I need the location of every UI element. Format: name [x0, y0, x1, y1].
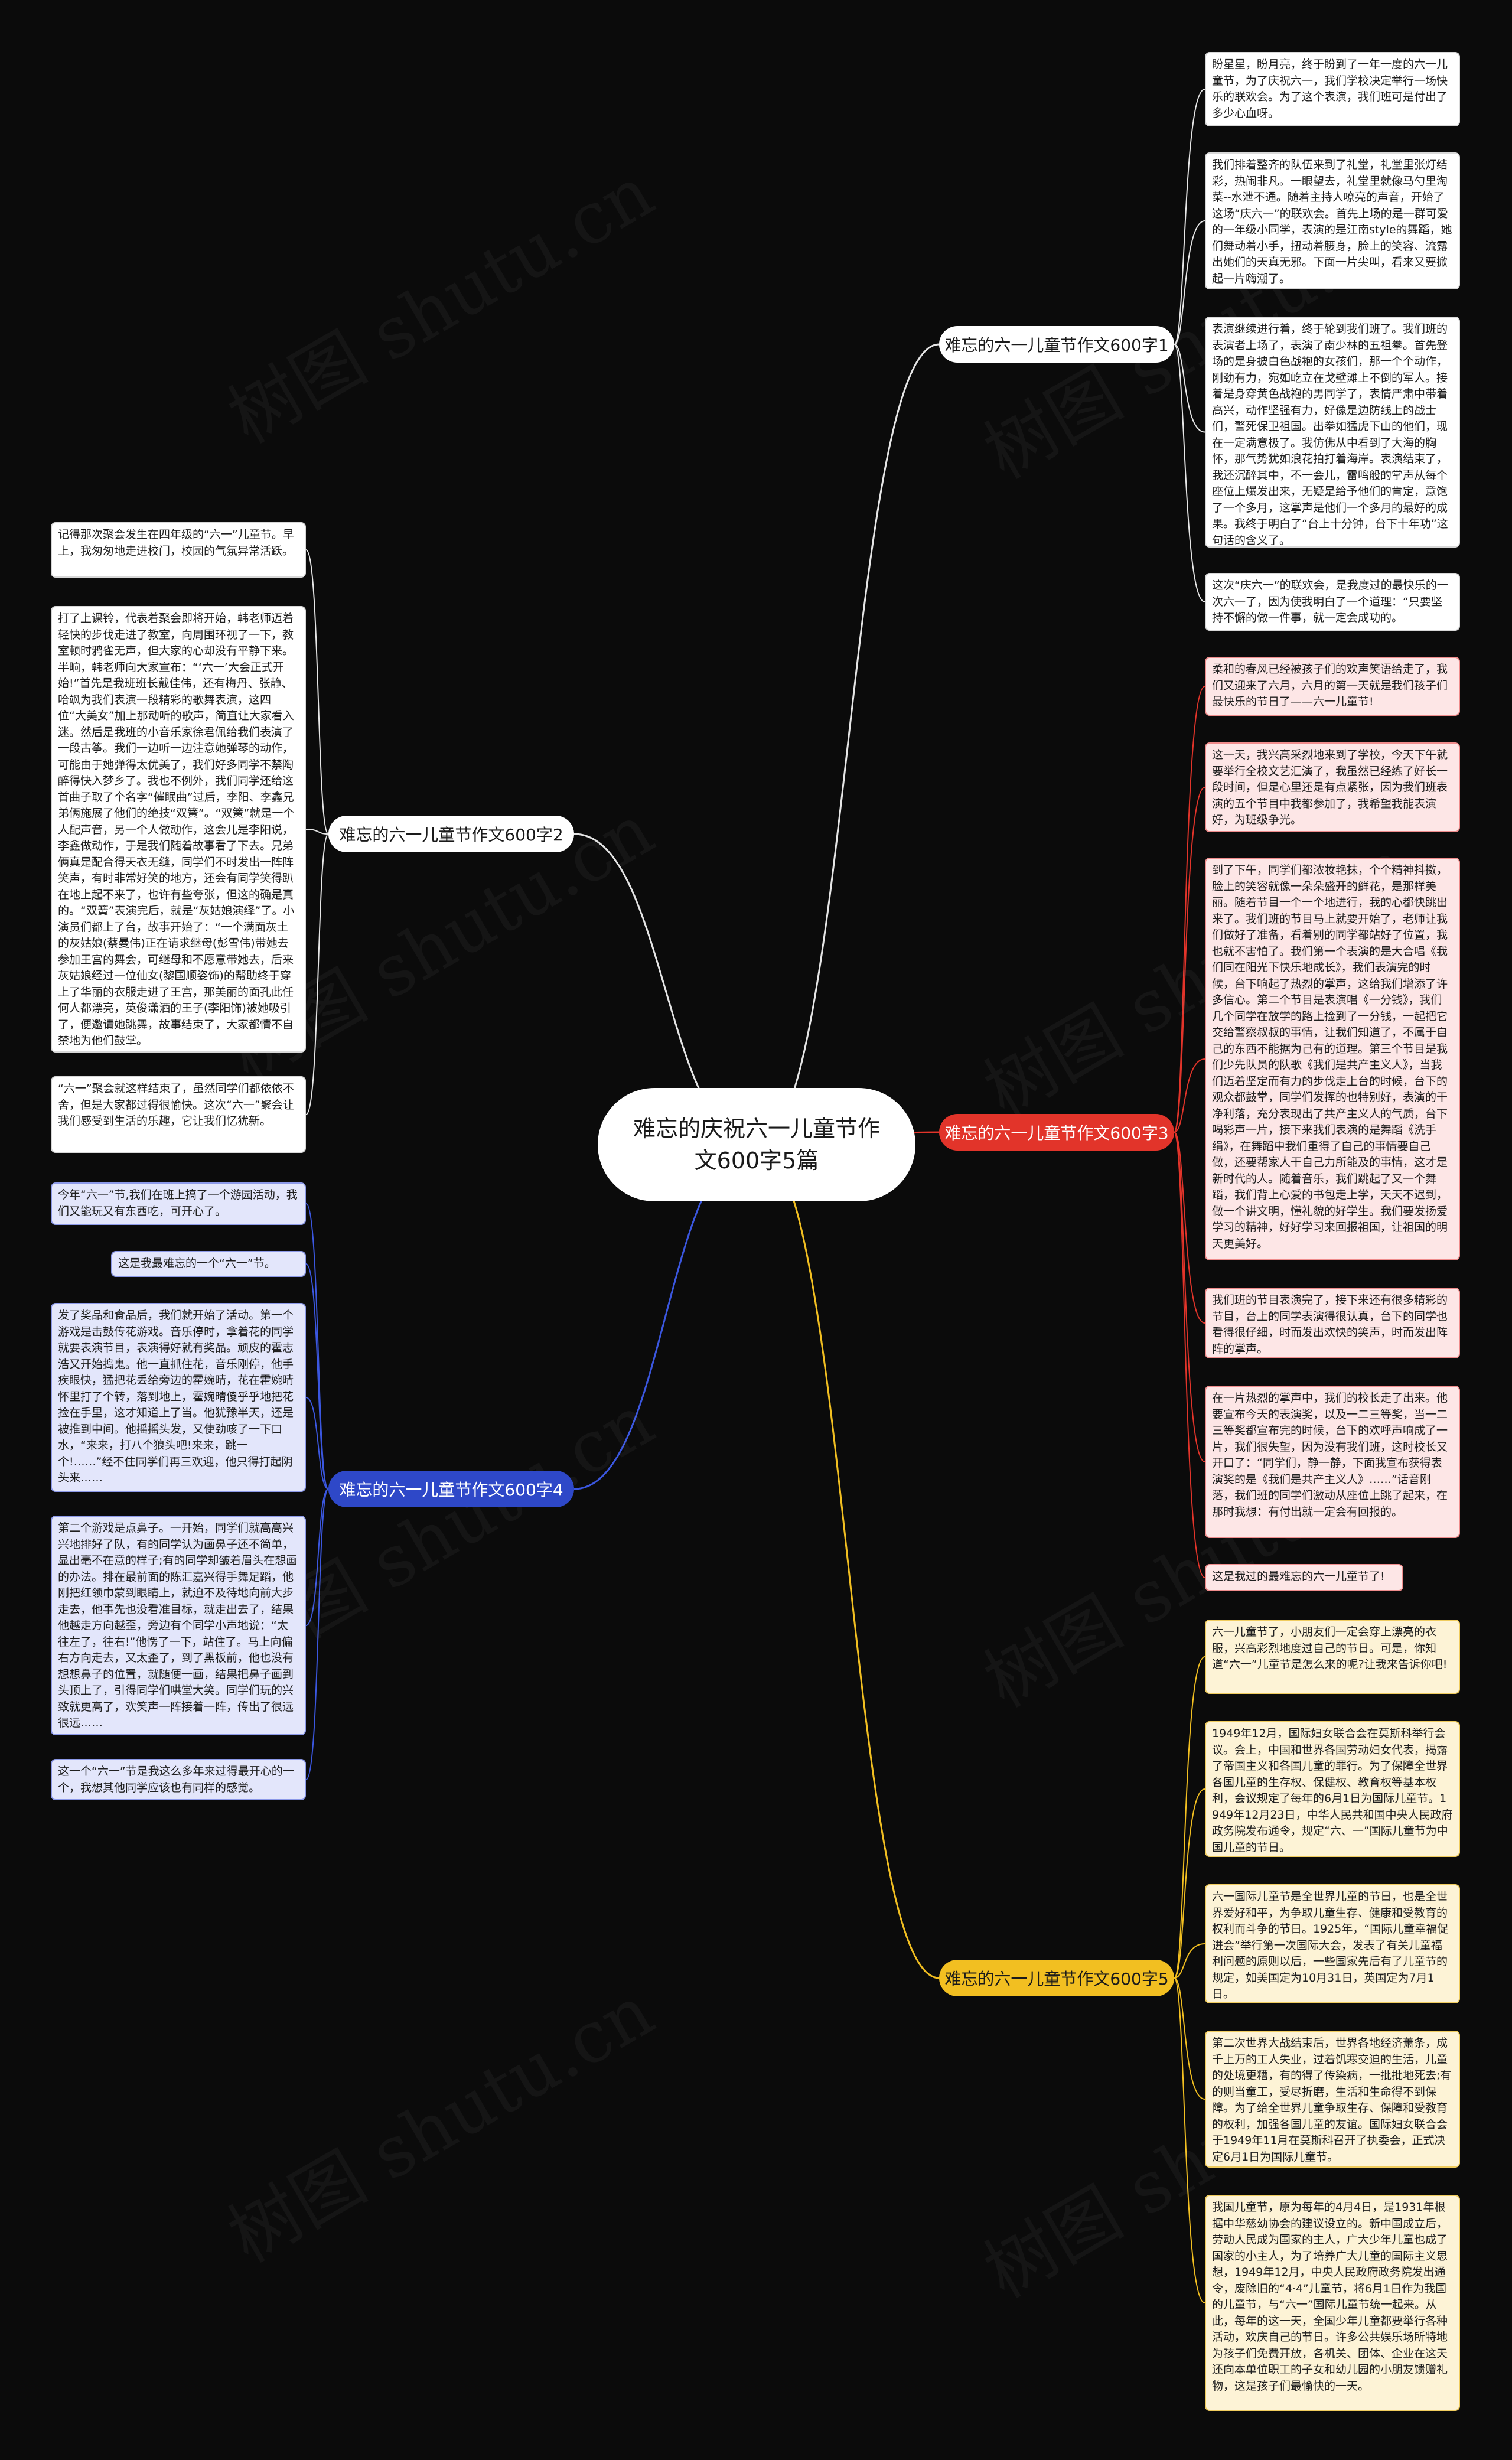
leaf-text: 在一片热烈的掌声中，我们的校长走了出来。他要宣布今天的表演奖，以及一二三等奖，当…	[1205, 1386, 1460, 1538]
connector-line	[1174, 344, 1205, 433]
connector-line	[305, 1488, 329, 1626]
leaf-text: 这次“庆六一”的联欢会，是我度过的最快乐的一次六一了，因为使我明白了一个道理：“…	[1205, 573, 1460, 631]
connector-line	[756, 343, 940, 1146]
leaf-text: 这一天，我兴高采烈地来到了学校，今天下午就要举行全校文艺汇演了，我虽然已经练了好…	[1205, 742, 1460, 832]
connector-line	[1174, 1943, 1205, 1979]
branch-4[interactable]: 难忘的六一儿童节作文600字4	[328, 1471, 574, 1507]
leaf-text: 这是我过的最难忘的六一儿童节了!	[1205, 1564, 1403, 1591]
leaf-text: 表演继续进行着，终于轮到我们班了。我们班的表演者上场了，表演了南少林的五祖拳。首…	[1205, 317, 1460, 548]
connector-line	[1174, 344, 1205, 602]
branch-5[interactable]: 难忘的六一儿童节作文600字5	[939, 1960, 1174, 1996]
connector-line	[1174, 1656, 1205, 1979]
connector-line	[1174, 220, 1205, 345]
leaf-text: 柔和的春风已经被孩子们的欢声笑语给走了，我们又迎来了六月，六月的第一天就是我们孩…	[1205, 657, 1460, 716]
leaf-text: 到了下午，同学们都浓妆艳抹，个个精神抖擞，脸上的笑容就像一朵朵盛开的鲜花，是那样…	[1205, 858, 1460, 1260]
connector-line	[1174, 1132, 1205, 1324]
connector-line	[1174, 1977, 1205, 2100]
leaf-text: 记得那次聚会发生在四年级的“六一”儿童节。早上，我匆匆地走进校门，校园的气氛异常…	[51, 522, 306, 578]
connector-line	[1174, 1788, 1205, 1979]
connector-line	[1174, 1132, 1205, 1462]
leaf-text: “六一”聚会就这样结束了，虽然同学们都依依不舍，但是大家都过得很愉快。这次“六一…	[51, 1076, 306, 1153]
connector-line	[1174, 686, 1205, 1133]
connector-line	[305, 1263, 329, 1490]
connector-line	[1174, 1132, 1205, 1578]
connector-line	[305, 829, 329, 835]
branch-3[interactable]: 难忘的六一儿童节作文600字3	[939, 1114, 1174, 1151]
connector-line	[305, 1488, 329, 1780]
leaf-text: 第二个游戏是点鼻子。一开始，同学们就高高兴兴地排好了队，有的同学认为画鼻子还不简…	[51, 1516, 306, 1735]
leaf-text: 第二次世界大战结束后，世界各地经济萧条，成千上万的工人失业，过着饥寒交迫的生活，…	[1205, 2031, 1460, 2168]
leaf-text: 这一个“六一”节是我这么多年来过得最开心的一个，我想其他同学应该也有同样的感觉。	[51, 1759, 306, 1800]
connector-line	[305, 549, 329, 835]
leaf-text: 这是我最难忘的一个“六一”节。	[111, 1251, 306, 1277]
connector-line	[1174, 1977, 1205, 2303]
branch-2[interactable]: 难忘的六一儿童节作文600字2	[328, 816, 574, 852]
leaf-text: 六一儿童节了，小朋友们一定会穿上漂亮的衣服，兴高彩烈地度过自己的节日。可是，你知…	[1205, 1620, 1460, 1694]
branch-1[interactable]: 难忘的六一儿童节作文600字1	[939, 326, 1174, 363]
connector-line	[305, 1397, 329, 1490]
leaf-text: 我国儿童节，原为每年的4月4日，是1931年根据中华慈幼协会的建议设立的。新中国…	[1205, 2195, 1460, 2411]
leaf-text: 盼星星，盼月亮，终于盼到了一年一度的六一儿童节，为了庆祝六一，我们学校决定举行一…	[1205, 52, 1460, 126]
leaf-text: 今年“六一”节,我们在班上搞了一个游园活动，我们又能玩又有东西吃，可开心了。	[51, 1182, 306, 1225]
connector-line	[305, 833, 329, 1115]
leaf-text: 发了奖品和食品后，我们就开始了活动。第一个游戏是击鼓传花游戏。音乐停时，拿着花的…	[51, 1303, 306, 1492]
leaf-text: 我们排着整齐的队伍来到了礼堂，礼堂里张灯结彩，热闹非凡。一眼望去，礼堂里就像马勺…	[1205, 152, 1460, 289]
leaf-text: 1949年12月，国际妇女联合会在莫斯科举行会议。会上，中国和世界各国劳动妇女代…	[1205, 1721, 1460, 1857]
leaf-text: 我们班的节目表演完了，接下来还有很多精彩的节目，台上的同学表演得很认真，台下的同…	[1205, 1288, 1460, 1358]
connector-line	[1174, 787, 1205, 1133]
leaf-text: 六一国际儿童节是全世界儿童的节日，也是全世界爱好和平，为争取儿童生存、健康和受教…	[1205, 1884, 1460, 2003]
leaf-text: 打了上课铃，代表着聚会即将开始，韩老师迈着轻快的步伐走进了教室，向周围环视了一下…	[51, 606, 306, 1053]
connector-line	[756, 1143, 940, 1979]
connector-line	[1174, 89, 1205, 345]
root-topic[interactable]: 难忘的庆祝六一儿童节作文600字5篇	[598, 1088, 915, 1201]
connector-line	[1174, 1058, 1205, 1133]
